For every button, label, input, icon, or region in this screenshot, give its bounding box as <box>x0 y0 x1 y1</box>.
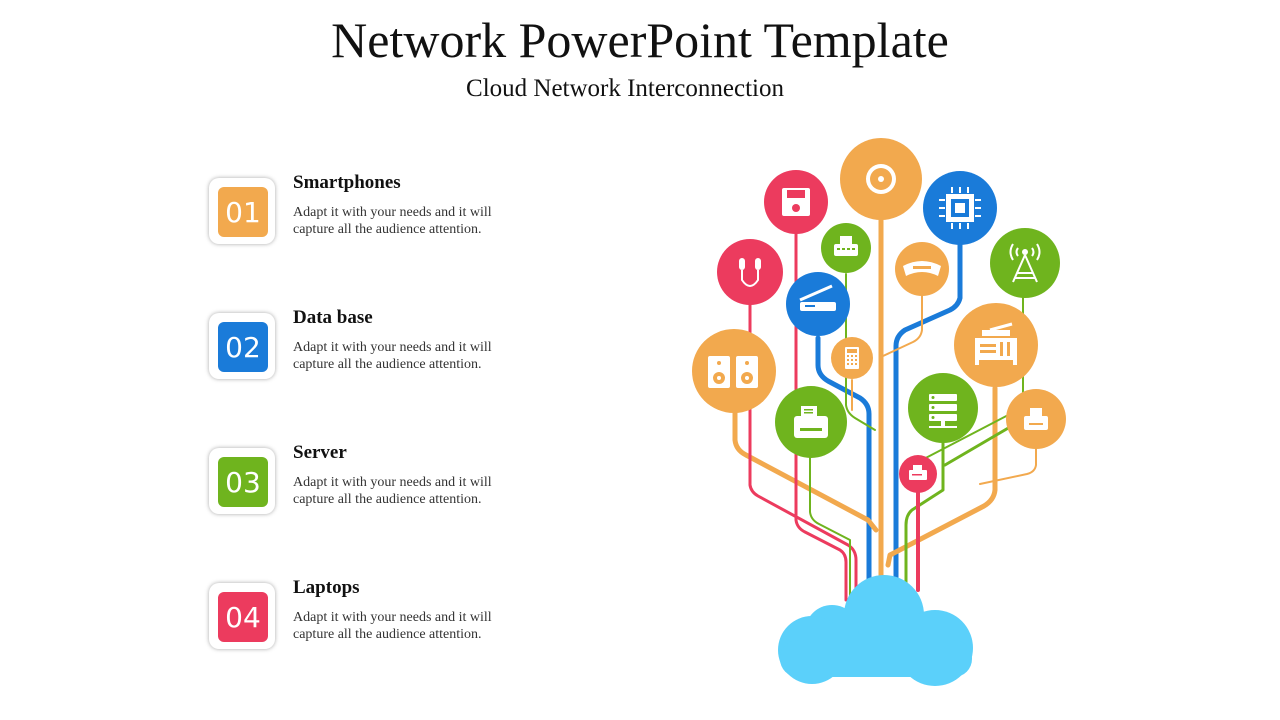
cloud-icon <box>778 575 973 686</box>
small-printer-icon <box>1006 389 1066 449</box>
item-title: Laptops <box>293 577 360 598</box>
printer-icon <box>775 386 847 458</box>
cell-tower-icon <box>990 228 1060 298</box>
connector-line <box>794 232 848 602</box>
number-badge: 02 <box>218 322 268 372</box>
number-badge-frame: 04 <box>209 583 275 649</box>
item-title: Data base <box>293 307 373 328</box>
connector-line <box>882 295 923 357</box>
item-title: Server <box>293 442 347 463</box>
page-subtitle: Cloud Network Interconnection <box>466 75 784 102</box>
number-badge: 04 <box>218 592 268 642</box>
item-title: Smartphones <box>293 172 401 193</box>
cd-disc-icon <box>840 138 922 220</box>
list-item-laptops: 04 Laptops Adapt it with your needs and … <box>209 577 549 653</box>
floppy-disk-icon <box>764 170 828 234</box>
item-description: Adapt it with your needs and it will cap… <box>293 340 492 372</box>
typewriter-icon <box>821 223 871 273</box>
scanner-icon <box>786 272 850 336</box>
photocopier-icon <box>954 303 1038 387</box>
cpu-chip-icon <box>923 171 997 245</box>
list-item-server: 03 Server Adapt it with your needs and i… <box>209 442 549 518</box>
connector-line <box>815 335 872 593</box>
calculator-icon <box>831 337 873 379</box>
speakers-icon <box>692 329 776 413</box>
earphones-icon <box>717 239 783 305</box>
connector-line <box>885 385 998 568</box>
number-badge-frame: 02 <box>209 313 275 379</box>
connector-line <box>979 447 1037 485</box>
item-description: Adapt it with your needs and it will cap… <box>293 610 492 642</box>
number-badge: 03 <box>218 457 268 507</box>
connector-line <box>893 242 963 593</box>
number-badge-frame: 01 <box>209 178 275 244</box>
connector-line <box>809 457 851 601</box>
vr-headset-icon <box>895 242 949 296</box>
connector-line <box>748 302 858 602</box>
item-description: Adapt it with your needs and it will cap… <box>293 205 492 237</box>
connector-line <box>943 425 1012 467</box>
number-badge-frame: 03 <box>209 448 275 514</box>
connector-line <box>904 440 945 592</box>
list-item-database: 02 Data base Adapt it with your needs an… <box>209 307 549 383</box>
item-description: Adapt it with your needs and it will cap… <box>293 475 492 507</box>
fax-machine-icon <box>899 455 937 493</box>
list-item-smartphones: 01 Smartphones Adapt it with your needs … <box>209 172 549 248</box>
number-badge: 01 <box>218 187 268 237</box>
connector-line <box>845 273 876 431</box>
page-title: Network PowerPoint Template <box>331 12 949 68</box>
connector-line <box>732 409 879 533</box>
server-rack-icon <box>908 373 978 443</box>
